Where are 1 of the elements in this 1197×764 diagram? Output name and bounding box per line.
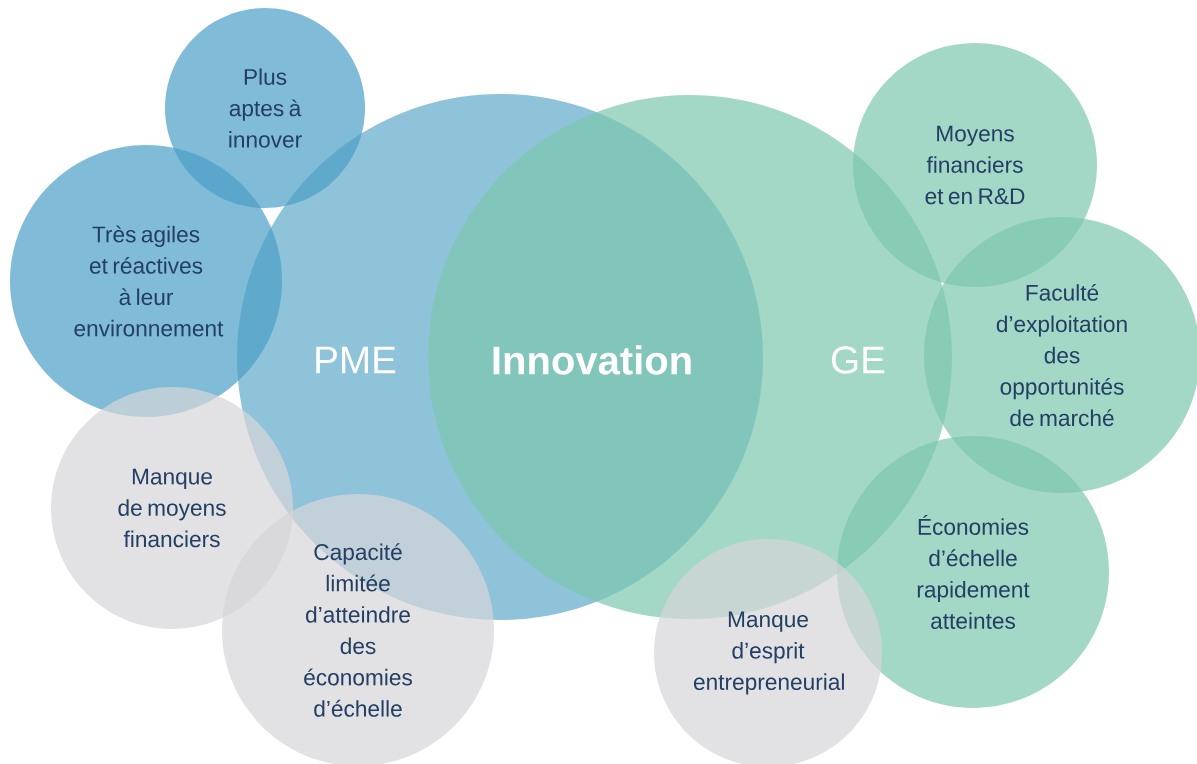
title: Innovation (493, 345, 691, 375)
